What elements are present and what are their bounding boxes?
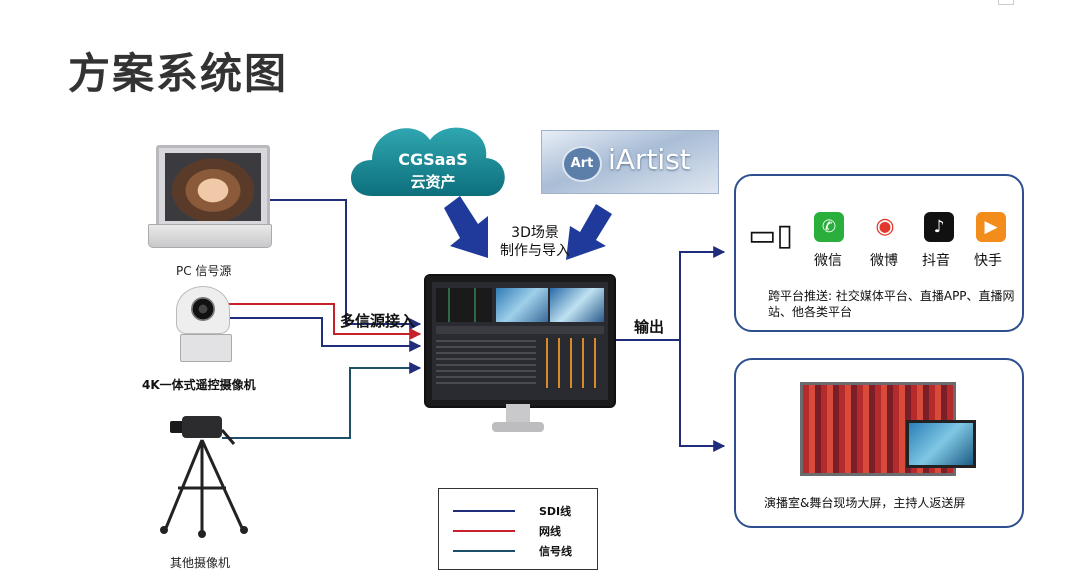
ptz-camera-base	[180, 334, 232, 362]
audio-mixer	[540, 338, 604, 388]
weibo-icon: ◉	[870, 212, 900, 242]
iartist-banner: Art iArtist	[541, 130, 719, 194]
platform-note: 跨平台推送: 社交媒体平台、直播APP、直播网站、他各类平台	[768, 289, 1015, 319]
preview-thumbnails	[436, 288, 492, 322]
wechat-label: 微信	[814, 253, 842, 269]
monitor	[424, 274, 616, 408]
legend-item-sdi: SDI线	[453, 503, 593, 519]
wire-tripod-signal	[222, 362, 422, 439]
studio-output-box: 演播室&舞台现场大屏，主持人返送屏	[734, 358, 1024, 528]
return-monitor	[906, 420, 976, 468]
monitor-stand	[506, 404, 530, 424]
cgsaas-cloud: CGSaaS 云资产	[385, 150, 481, 192]
laptop-photo	[165, 153, 261, 221]
wire-ptz-net	[226, 303, 422, 340]
other-camera-label: 其他摄像机	[170, 556, 231, 570]
tripod-legs	[164, 439, 244, 532]
multi-device-icon: ▭▯	[748, 218, 793, 253]
ptz-lens-icon	[191, 297, 215, 321]
switcher-rows	[436, 338, 536, 388]
corner-mark	[998, 0, 1014, 5]
tripod-camera-body	[182, 416, 222, 438]
program-window	[550, 288, 604, 322]
page-title: 方案系统图	[68, 49, 289, 98]
multi-source-label: 多信源接入	[340, 312, 416, 330]
legend-text-net: 网线	[539, 525, 561, 538]
laptop-screen	[156, 145, 270, 229]
cloud-line1: CGSaaS	[398, 150, 468, 169]
legend-text-signal: 信号线	[539, 545, 572, 558]
douyin-label: 抖音	[922, 253, 950, 269]
switcher-software-screen	[432, 282, 608, 400]
scene-label-line1: 3D场景	[511, 225, 559, 241]
timeline-bar	[436, 326, 604, 334]
legend-text-sdi: SDI线	[539, 505, 572, 518]
studio-note: 演播室&舞台现场大屏，主持人返送屏	[764, 496, 966, 510]
iartist-badge: Art	[562, 146, 602, 182]
scene-label-line2: 制作与导入	[500, 243, 570, 259]
monitor-base	[492, 422, 544, 432]
tripod-handle	[220, 429, 236, 445]
output-label: 输出	[634, 318, 665, 336]
kuaishou-icon: ▶	[976, 212, 1006, 242]
arrow-cloud-to-monitor	[444, 196, 488, 258]
ptz-camera-label: 4K一体式遥控摄像机	[142, 378, 256, 392]
legend-item-net: 网线	[453, 523, 593, 539]
wire-output-studio	[679, 340, 726, 452]
legend-item-signal: 信号线	[453, 543, 593, 559]
weibo-label: 微博	[870, 253, 898, 269]
preview-window	[496, 288, 548, 322]
legend-swatch-net	[453, 530, 515, 532]
legend-swatch-signal	[453, 550, 515, 552]
scene-label: 3D场景 制作与导入	[492, 224, 578, 260]
douyin-icon: ♪	[924, 212, 954, 242]
cloud-shape	[351, 127, 505, 196]
platform-output-box: ▭▯ ✆ 微信 ◉ 微博 ♪ 抖音 ▶ 快手 跨平台推送: 社交媒体平台、直播A…	[734, 174, 1024, 332]
legend-swatch-sdi	[453, 510, 515, 512]
arrow-iartist-to-monitor	[566, 204, 612, 260]
wire-output-trunk	[612, 246, 726, 341]
wire-pc-sdi	[266, 199, 422, 330]
tripod-lens-icon	[170, 421, 184, 433]
iartist-name: iArtist	[608, 143, 691, 176]
pc-source-label: PC 信号源	[176, 264, 232, 278]
kuaishou-label: 快手	[974, 253, 1002, 269]
wechat-icon: ✆	[814, 212, 844, 242]
legend: SDI线 网线 信号线	[438, 488, 598, 570]
laptop-keyboard	[148, 224, 272, 248]
ptz-camera-head	[176, 286, 230, 334]
cloud-line2: 云资产	[410, 173, 456, 191]
wire-ptz-sdi	[226, 317, 422, 352]
